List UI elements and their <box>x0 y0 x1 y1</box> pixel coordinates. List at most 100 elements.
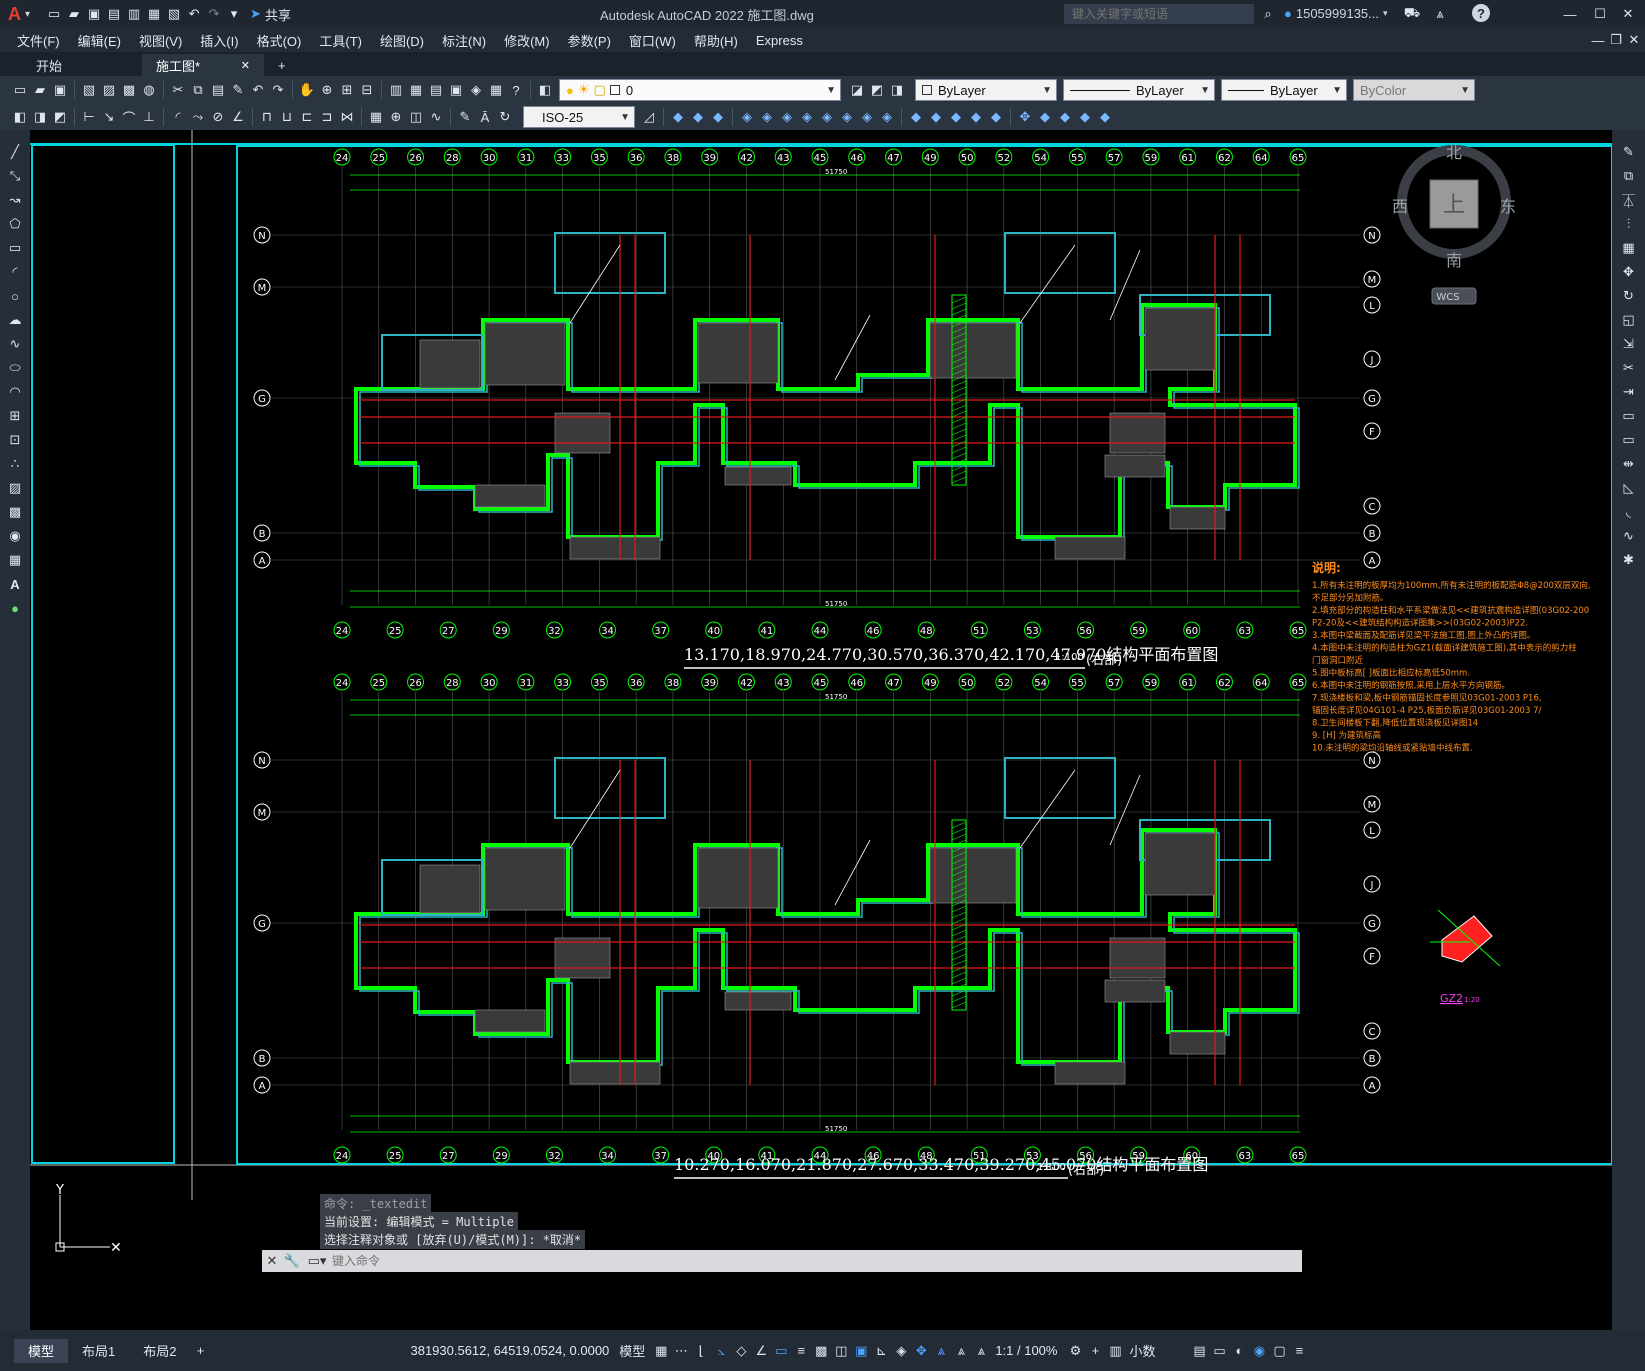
scale-icon[interactable]: ◱ <box>1622 312 1635 327</box>
slice-icon[interactable]: ◆ <box>951 109 961 124</box>
a360-icon[interactable]: ⩓ <box>1436 6 1444 21</box>
dim-space-icon[interactable]: ⊐ <box>321 109 333 124</box>
dim-jogged-icon[interactable]: ⤳ <box>192 109 204 124</box>
dim-update-icon[interactable]: ↻ <box>499 109 511 124</box>
imprint-icon[interactable]: ◆ <box>991 109 1001 124</box>
layout-tab-2[interactable]: 布局2 <box>143 1344 177 1359</box>
menu-dimension[interactable]: 标注(N) <box>442 33 487 49</box>
search-box[interactable] <box>1064 4 1254 24</box>
ellipse-icon[interactable]: ⬭ <box>9 360 21 375</box>
recent-commands-icon[interactable]: ▭▾ <box>307 1253 327 1268</box>
sheet-set-icon[interactable]: ▣ <box>449 82 463 97</box>
isodraft-icon[interactable]: ◇ <box>736 1342 747 1358</box>
blend-icon[interactable]: ∿ <box>1623 528 1634 543</box>
compass-north[interactable]: 北 <box>1446 143 1462 162</box>
join-icon[interactable]: ⇹ <box>1623 456 1634 471</box>
workspace-switch-icon[interactable]: ⚙ <box>1069 1342 1082 1358</box>
linetype-dropdown[interactable]: ByLayer ▼ <box>1063 79 1215 101</box>
spline-icon[interactable]: ∿ <box>9 336 21 351</box>
quick-dim-icon[interactable]: ⊓ <box>261 109 273 124</box>
layout-tab-model[interactable]: 模型 <box>14 1338 69 1363</box>
gradient-icon[interactable]: ▩ <box>8 504 22 519</box>
lock-ui-icon[interactable]: ▭ <box>1213 1342 1226 1358</box>
doc-minimize-icon[interactable]: — <box>1591 32 1605 48</box>
model-space-toggle[interactable]: 模型 <box>619 1344 646 1359</box>
close-icon[interactable]: ✕ <box>1622 6 1634 21</box>
auto-scale-icon[interactable]: ⩓ <box>957 1342 965 1358</box>
dim-break-icon[interactable]: ⋈ <box>340 109 354 124</box>
cart-icon[interactable]: ⛟ <box>1403 5 1421 20</box>
box-icon[interactable]: ◆ <box>673 109 683 124</box>
menu-window[interactable]: 窗口(W) <box>628 33 676 49</box>
insert-block-icon[interactable]: ⊞ <box>9 408 21 423</box>
command-input[interactable] <box>332 1254 1302 1268</box>
menu-parametric[interactable]: 参数(P) <box>567 33 611 49</box>
explode-icon[interactable]: ✱ <box>1623 552 1634 567</box>
annotation-monitor-icon[interactable]: + <box>1091 1343 1100 1358</box>
annotation-scale-icon[interactable]: ⩓ <box>977 1342 985 1358</box>
save-web-icon[interactable]: ▦ <box>147 6 161 21</box>
pan-icon[interactable]: ✋ <box>298 82 316 97</box>
coordinates[interactable]: 381930.5612, 64519.0524, 0.0000 <box>410 1343 610 1358</box>
array-icon[interactable]: ▦ <box>1622 240 1635 255</box>
status-customize-icon[interactable]: ≡ <box>1295 1343 1304 1358</box>
ortho-icon[interactable]: ⌊ <box>698 1342 704 1358</box>
3d-print-icon[interactable]: ◍ <box>143 82 155 97</box>
polar-icon[interactable]: ⦣ <box>717 1342 726 1358</box>
cut-icon[interactable]: ✂ <box>172 82 184 97</box>
open-icon[interactable]: ▰ <box>35 82 45 97</box>
menu-tools[interactable]: 工具(T) <box>319 33 362 49</box>
publish-icon[interactable]: ▩ <box>122 82 136 97</box>
fillet-icon[interactable]: ◟ <box>1625 504 1632 519</box>
zoom-realtime-icon[interactable]: ⊕ <box>321 82 333 97</box>
3d-osnap-icon[interactable]: ▣ <box>855 1342 868 1358</box>
units-icon[interactable]: ▥ <box>1109 1342 1122 1358</box>
gizmo-icon[interactable]: ✥ <box>915 1342 927 1358</box>
chamfer-edge-icon[interactable]: ◆ <box>931 109 941 124</box>
copy-icon[interactable]: ⧉ <box>193 82 203 97</box>
tool-palettes-icon[interactable]: ▤ <box>429 82 443 97</box>
menu-insert[interactable]: 插入(I) <box>200 33 239 49</box>
selection-filter-icon[interactable]: ◈ <box>896 1342 907 1358</box>
help-icon[interactable]: ? <box>1472 4 1490 22</box>
revolve-icon[interactable]: ◈ <box>762 109 772 124</box>
circle-icon[interactable]: ○ <box>11 288 19 304</box>
maximize-icon[interactable]: ☐ <box>1594 6 1606 21</box>
ellipse-arc-icon[interactable]: ◠ <box>9 384 21 399</box>
search-icon[interactable]: ⌕ <box>1264 6 1272 21</box>
menu-format[interactable]: 格式(O) <box>256 33 302 49</box>
osnap-icon[interactable]: ▭ <box>775 1342 788 1358</box>
new-tab-button[interactable]: + <box>278 57 286 73</box>
dim-angular-icon[interactable]: ∠ <box>232 109 244 124</box>
customize-qat-icon[interactable]: ▾ <box>230 6 238 21</box>
save-as-icon[interactable]: ▤ <box>107 6 121 21</box>
redo-icon[interactable]: ↷ <box>208 6 220 21</box>
dim-style-icon[interactable]: ◿ <box>644 109 654 124</box>
menu-file[interactable]: 文件(F) <box>17 33 60 49</box>
workspace-icon[interactable]: ◧ <box>13 109 27 124</box>
doc-restore-icon[interactable]: ❐ <box>1610 32 1622 47</box>
graphics-perf-icon[interactable]: ◉ <box>1253 1342 1266 1358</box>
dim-radius-icon[interactable]: ◜ <box>175 109 181 124</box>
paste-icon[interactable]: ▤ <box>211 82 225 97</box>
add-selected-icon[interactable]: ● <box>11 600 19 616</box>
osnap-tracking-icon[interactable]: ∠ <box>755 1342 768 1358</box>
cone-icon[interactable]: ◆ <box>713 109 723 124</box>
intersect-icon[interactable]: ◈ <box>882 109 892 124</box>
menu-view[interactable]: 视图(V) <box>138 33 183 49</box>
lineweight-icon[interactable]: ≡ <box>797 1343 806 1358</box>
add-layout-icon[interactable]: + <box>196 1343 205 1358</box>
menu-help[interactable]: 帮助(H) <box>693 33 738 49</box>
mtext-icon[interactable]: A <box>10 576 20 592</box>
save-icon[interactable]: ▣ <box>87 6 101 21</box>
search-input[interactable] <box>1072 7 1242 21</box>
mirror-icon[interactable]: ⏄ <box>1621 193 1635 209</box>
array-3d-icon[interactable]: ◆ <box>1100 109 1110 124</box>
viewcube-top-face[interactable] <box>1429 179 1479 229</box>
revcloud-icon[interactable]: ☁ <box>8 312 22 327</box>
copy-object-icon[interactable]: ⧉ <box>1623 168 1634 183</box>
menu-edit[interactable]: 编辑(E) <box>77 33 121 49</box>
zoom-prev-icon[interactable]: ⊟ <box>361 82 373 97</box>
rotate-icon[interactable]: ↻ <box>1623 288 1634 303</box>
